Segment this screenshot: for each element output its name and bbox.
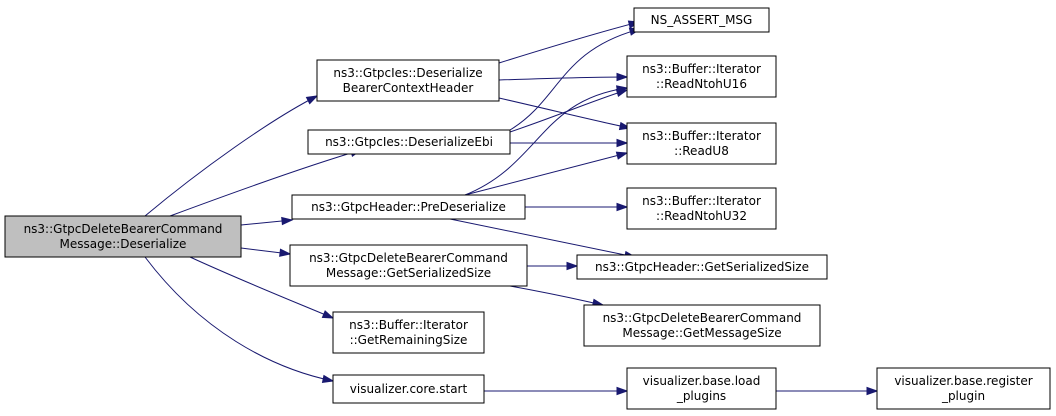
node-get-msg-size[interactable]: ns3::GtpcDeleteBearerCommandMessage::Get…: [583, 304, 821, 347]
node-read-ntoh-u16[interactable]: ns3::Buffer::Iterator::ReadNtohU16: [626, 55, 777, 98]
node-deser-ctx[interactable]: ns3::GtpcIes::DeserializeBearerContextHe…: [316, 59, 500, 102]
node-label-line: Message::GetSerializedSize: [326, 266, 491, 280]
node-box: [289, 244, 528, 287]
node-box: [4, 215, 242, 258]
edge-vis_core_start-to-vis_base_load: [484, 386, 629, 396]
node-label-line: visualizer.core.start: [350, 382, 468, 396]
node-label-line: ns3::Buffer::Iterator: [642, 62, 761, 76]
node-label-line: visualizer.base.load: [643, 374, 761, 388]
node-box: [576, 254, 828, 280]
node-box: [626, 55, 777, 98]
edge-get_ser_size-to-hdr_get_ser_size: [527, 261, 579, 271]
arrow-head-icon: [566, 261, 579, 271]
node-vis-base-load[interactable]: visualizer.base.load_plugins: [626, 367, 777, 410]
edge-line: [464, 152, 628, 196]
node-label-line: NS_ASSERT_MSG: [651, 13, 753, 27]
node-read-u8[interactable]: ns3::Buffer::Iterator::ReadU8: [626, 122, 777, 165]
edge-root-to-vis_core_start: [144, 256, 335, 383]
node-box: [332, 374, 485, 404]
arrow-head-icon: [616, 85, 629, 94]
node-ns-assert[interactable]: NS_ASSERT_MSG: [633, 7, 770, 33]
edge-line: [449, 218, 636, 258]
arrow-head-icon: [281, 216, 294, 226]
edge-deser_ebi-to-read_u8: [510, 138, 629, 148]
node-label-line: ::ReadNtohU32: [656, 209, 747, 223]
edge-line: [189, 256, 334, 319]
edge-pre_deser-to-read_ntoh_u16: [464, 85, 629, 196]
node-label-line: ns3::GtpcIes::Deserialize: [333, 66, 482, 80]
node-box: [291, 194, 526, 220]
node-get-ser-size[interactable]: ns3::GtpcDeleteBearerCommandMessage::Get…: [289, 244, 528, 287]
node-label-line: ns3::Buffer::Iterator: [642, 129, 761, 143]
node-vis-core-start[interactable]: visualizer.core.start: [332, 374, 485, 404]
node-hdr-get-ser-size[interactable]: ns3::GtpcHeader::GetSerializedSize: [576, 254, 828, 280]
edge-vis_base_load-to-vis_base_register: [776, 386, 879, 396]
edge-deser_ctx-to-read_ntoh_u16: [498, 72, 629, 82]
node-label-line: ns3::GtpcDeleteBearerCommand: [24, 222, 223, 236]
node-label-line: BearerContextHeader: [343, 81, 474, 95]
edge-root-to-deser_ctx: [144, 95, 319, 217]
node-label-line: _plugin: [941, 389, 985, 403]
arrow-head-icon: [616, 138, 629, 148]
node-box: [633, 7, 770, 33]
node-label-line: ns3::Buffer::Iterator: [642, 194, 761, 208]
edge-pre_deser-to-read_u8: [464, 151, 629, 196]
edge-root-to-get_ser_size: [240, 247, 292, 257]
arrow-head-icon: [866, 386, 879, 396]
edge-line: [498, 21, 640, 64]
edge-line: [464, 87, 628, 196]
node-label-line: ns3::GtpcDeleteBearerCommand: [309, 251, 508, 265]
node-vis-base-register[interactable]: visualizer.base.register_plugin: [876, 367, 1051, 410]
node-label-line: Message::Deserialize: [60, 237, 187, 251]
edge-root-to-pre_deser: [240, 216, 294, 226]
node-root[interactable]: ns3::GtpcDeleteBearerCommandMessage::Des…: [4, 215, 242, 258]
arrow-head-icon: [321, 310, 335, 319]
node-get-remaining[interactable]: ns3::Buffer::Iterator::GetRemainingSize: [332, 311, 485, 354]
arrow-head-icon: [305, 95, 319, 105]
node-box: [583, 304, 821, 347]
edge-line: [509, 28, 641, 131]
node-box: [626, 367, 777, 410]
node-read-ntoh-u32[interactable]: ns3::Buffer::Iterator::ReadNtohU32: [626, 187, 777, 230]
node-box: [332, 311, 485, 354]
node-label-line: ns3::GtpcDeleteBearerCommand: [603, 311, 802, 325]
arrow-head-icon: [616, 386, 629, 396]
call-graph-nodes: ns3::GtpcDeleteBearerCommandMessage::Des…: [4, 7, 1051, 410]
node-pre-deser[interactable]: ns3::GtpcHeader::PreDeserialize: [291, 194, 526, 220]
node-box: [307, 129, 511, 155]
node-box: [876, 367, 1051, 410]
edge-get_ser_size-to-get_msg_size: [509, 285, 605, 307]
edge-line: [144, 256, 334, 382]
node-label-line: Message::GetMessageSize: [622, 326, 781, 340]
node-label-line: ns3::GtpcHeader::GetSerializedSize: [595, 260, 809, 274]
node-box: [316, 59, 500, 102]
edge-pre_deser-to-read_ntoh_u32: [525, 202, 629, 212]
node-label-line: _plugins: [676, 389, 726, 403]
arrow-head-icon: [616, 72, 629, 82]
arrow-head-icon: [616, 202, 629, 212]
node-label-line: ::ReadU8: [674, 144, 729, 158]
edge-line: [144, 95, 318, 217]
arrow-head-icon: [279, 248, 292, 257]
arrow-head-icon: [615, 151, 629, 160]
edge-root-to-get_remaining: [189, 256, 335, 319]
node-label-line: visualizer.base.register: [894, 374, 1032, 388]
edge-line: [498, 97, 631, 129]
edge-line: [509, 285, 604, 306]
arrow-head-icon: [321, 374, 335, 383]
edge-deser_ctx-to-ns_assert: [498, 20, 641, 64]
node-label-line: ::ReadNtohU16: [656, 77, 747, 91]
node-label-line: ns3::GtpcHeader::PreDeserialize: [311, 200, 506, 214]
node-label-line: ns3::Buffer::Iterator: [349, 318, 468, 332]
node-box: [626, 187, 777, 230]
node-label-line: ns3::GtpcIes::DeserializeEbi: [325, 135, 493, 149]
node-deser-ebi[interactable]: ns3::GtpcIes::DeserializeEbi: [307, 129, 511, 155]
edge-line: [169, 149, 362, 217]
node-label-line: ::GetRemainingSize: [350, 333, 468, 347]
node-box: [626, 122, 777, 165]
edge-line: [509, 89, 628, 133]
